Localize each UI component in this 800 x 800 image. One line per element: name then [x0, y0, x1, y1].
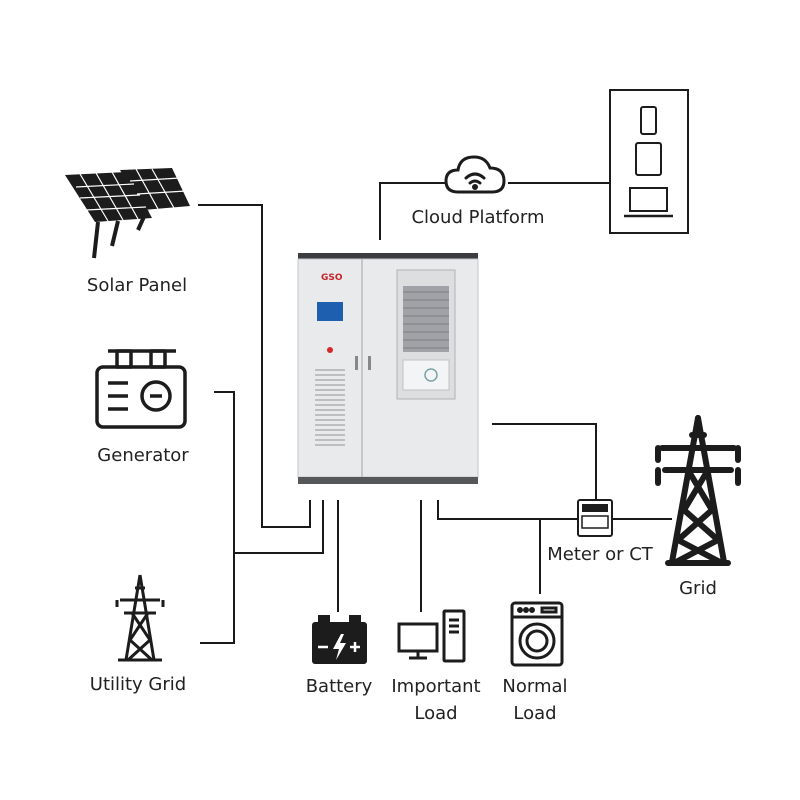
devices-box — [609, 89, 689, 234]
normal-load-label-line2: Load — [513, 703, 556, 724]
cabinet-handle-right — [368, 356, 371, 370]
utility-grid-tower-icon — [115, 574, 165, 662]
utility-grid-connection-line — [200, 553, 235, 644]
utility-grid-label: Utility Grid — [90, 674, 186, 695]
grid-label: Grid — [679, 578, 717, 599]
important-load-label-line2: Load — [414, 703, 457, 724]
cabinet-vent — [315, 369, 345, 446]
solar-panel-label: Solar Panel — [87, 275, 187, 296]
cabinet-screen — [317, 302, 343, 321]
cloud-platform-label: Cloud Platform — [411, 207, 544, 228]
cabinet-to-meter-line — [492, 423, 597, 500]
desktop-computer-icon — [397, 609, 466, 663]
important-load-label-line1: Important — [391, 676, 480, 697]
generator-icon — [95, 349, 187, 429]
cabinet-red-button — [327, 347, 333, 353]
tablet-icon — [635, 142, 662, 176]
smartphone-icon — [640, 106, 657, 135]
cloud-wifi-icon — [444, 155, 506, 194]
cabinet-handle-left — [355, 356, 358, 370]
energy-storage-cabinet-icon: GSO — [297, 253, 479, 484]
cloud-connection-line — [379, 182, 445, 240]
generator-label: Generator — [97, 445, 189, 466]
meter-icon — [577, 499, 613, 537]
battery-label: Battery — [306, 676, 373, 697]
solar-panel-icon — [65, 168, 190, 259]
washing-machine-icon — [510, 601, 564, 667]
cabinet-logo: GSO — [321, 273, 343, 283]
grid-tower-icon — [655, 415, 741, 566]
meter-label: Meter or CT — [547, 544, 654, 565]
solar-connection-line — [198, 204, 311, 528]
laptop-icon — [624, 187, 673, 218]
battery-icon — [312, 615, 367, 664]
normal-load-label-line1: Normal — [502, 676, 567, 697]
normal-load-connection-line — [437, 500, 541, 594]
cabinet-ac-unit — [396, 269, 456, 400]
